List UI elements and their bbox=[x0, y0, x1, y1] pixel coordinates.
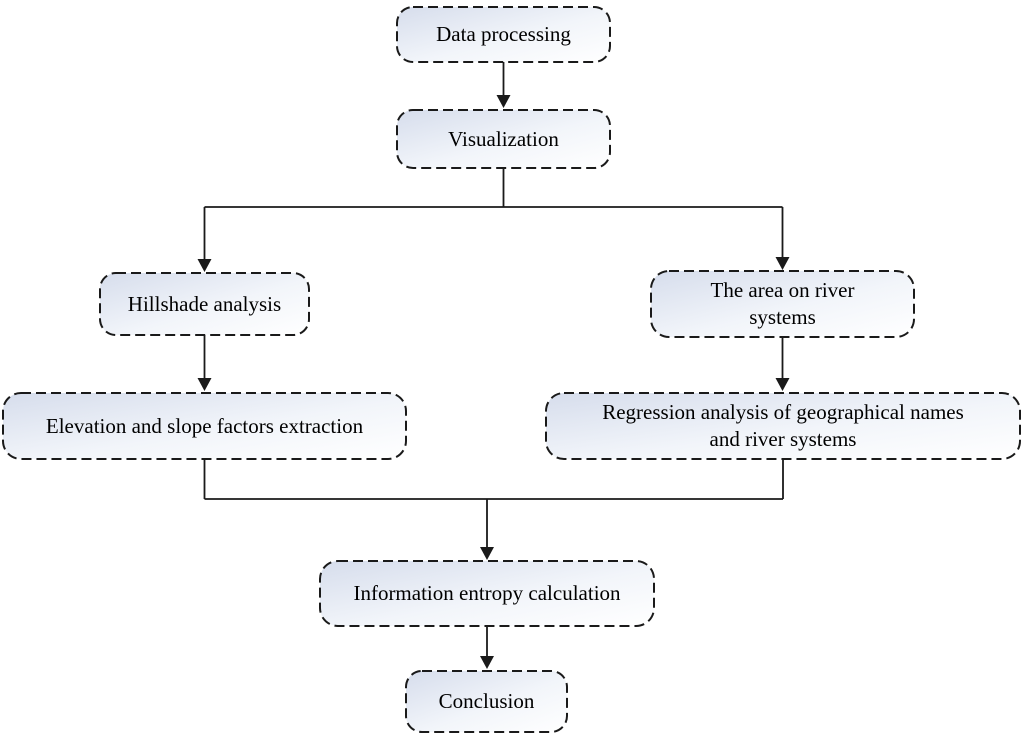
node-hillshade-analysis-box bbox=[99, 272, 310, 336]
node-area-on-river-systems-box bbox=[650, 270, 915, 338]
arrowhead-regression-analysis bbox=[775, 378, 790, 391]
node-data-processing-box bbox=[396, 6, 611, 63]
arrowhead-information-entropy bbox=[480, 547, 494, 560]
edge-merge-to-information-entropy bbox=[203, 459, 784, 548]
node-elevation-slope-extraction-box bbox=[2, 392, 407, 460]
arrowhead-hillshade-analysis bbox=[197, 259, 212, 272]
node-information-entropy-box bbox=[319, 560, 655, 627]
arrowhead-visualization bbox=[496, 95, 511, 108]
edge-visualization-split bbox=[203, 168, 784, 260]
arrowhead-elevation-slope-extraction bbox=[197, 378, 212, 391]
node-regression-analysis-box bbox=[545, 392, 1021, 460]
arrowhead-area-on-river-systems bbox=[775, 257, 790, 270]
node-conclusion-box bbox=[405, 670, 568, 733]
arrowhead-conclusion bbox=[480, 656, 494, 669]
node-visualization-box bbox=[396, 109, 611, 169]
